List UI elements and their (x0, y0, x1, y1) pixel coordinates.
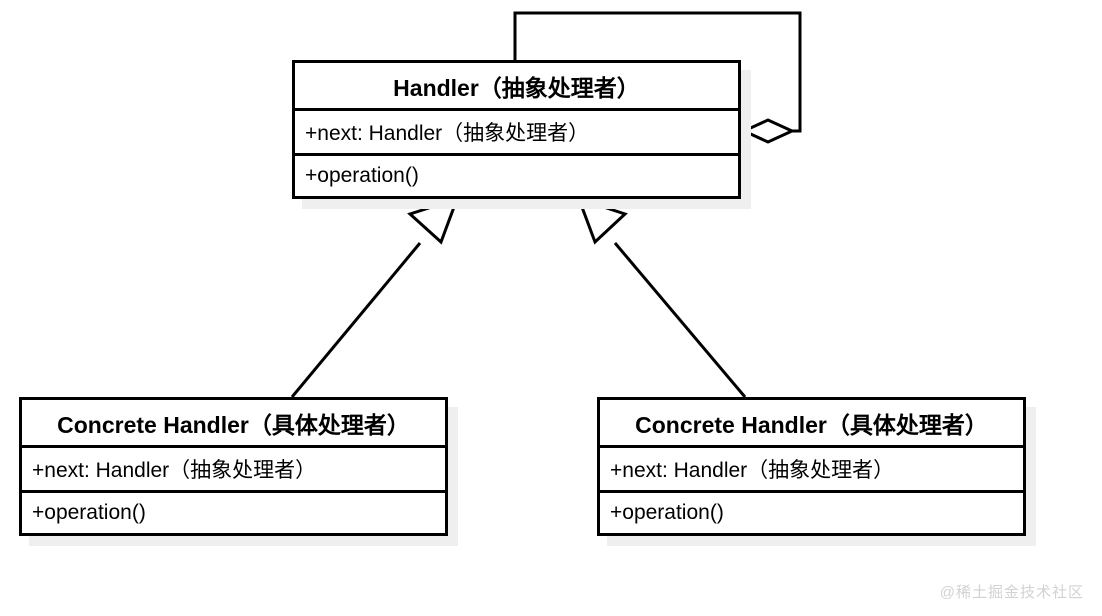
class-attributes-concrete-right: +next: Handler（抽象处理者） (600, 445, 1023, 490)
class-attribute-label: +next: Handler（抽象处理者） (305, 122, 590, 145)
class-methods-handler: +operation() (295, 153, 738, 196)
class-methods-concrete-right: +operation() (600, 490, 1023, 533)
generalization-right-connector (576, 196, 747, 398)
self-aggregation-connector (513, 11, 802, 144)
class-title-concrete-left: Concrete Handler（具体处理者） (22, 400, 445, 445)
class-title-concrete-right: Concrete Handler（具体处理者） (600, 400, 1023, 445)
class-title-handler: Handler（抽象处理者） (295, 63, 738, 108)
watermark: @稀土掘金技术社区 (939, 584, 1084, 601)
class-title-label: Handler（抽象处理者） (393, 74, 640, 101)
class-method-label: +operation() (32, 501, 146, 524)
class-box-handler[interactable]: Handler（抽象处理者） +next: Handler（抽象处理者） +op… (292, 60, 741, 199)
class-attributes-handler: +next: Handler（抽象处理者） (295, 108, 738, 153)
class-methods-concrete-left: +operation() (22, 490, 445, 533)
class-box-concrete-handler-right[interactable]: Concrete Handler（具体处理者） +next: Handler（抽… (597, 397, 1026, 536)
hollow-diamond-marker (740, 118, 796, 144)
class-attributes-concrete-left: +next: Handler（抽象处理者） (22, 445, 445, 490)
class-method-label: +operation() (610, 501, 724, 524)
generalization-left-connector (290, 196, 460, 398)
class-method-label: +operation() (305, 164, 419, 187)
class-attribute-label: +next: Handler（抽象处理者） (610, 459, 895, 482)
hollow-triangle-marker-right (576, 196, 628, 245)
hollow-triangle-marker-left (407, 196, 460, 245)
class-title-label: Concrete Handler（具体处理者） (57, 411, 410, 438)
class-attribute-label: +next: Handler（抽象处理者） (32, 459, 317, 482)
class-title-label: Concrete Handler（具体处理者） (635, 411, 988, 438)
class-box-concrete-handler-left[interactable]: Concrete Handler（具体处理者） +next: Handler（抽… (19, 397, 448, 536)
